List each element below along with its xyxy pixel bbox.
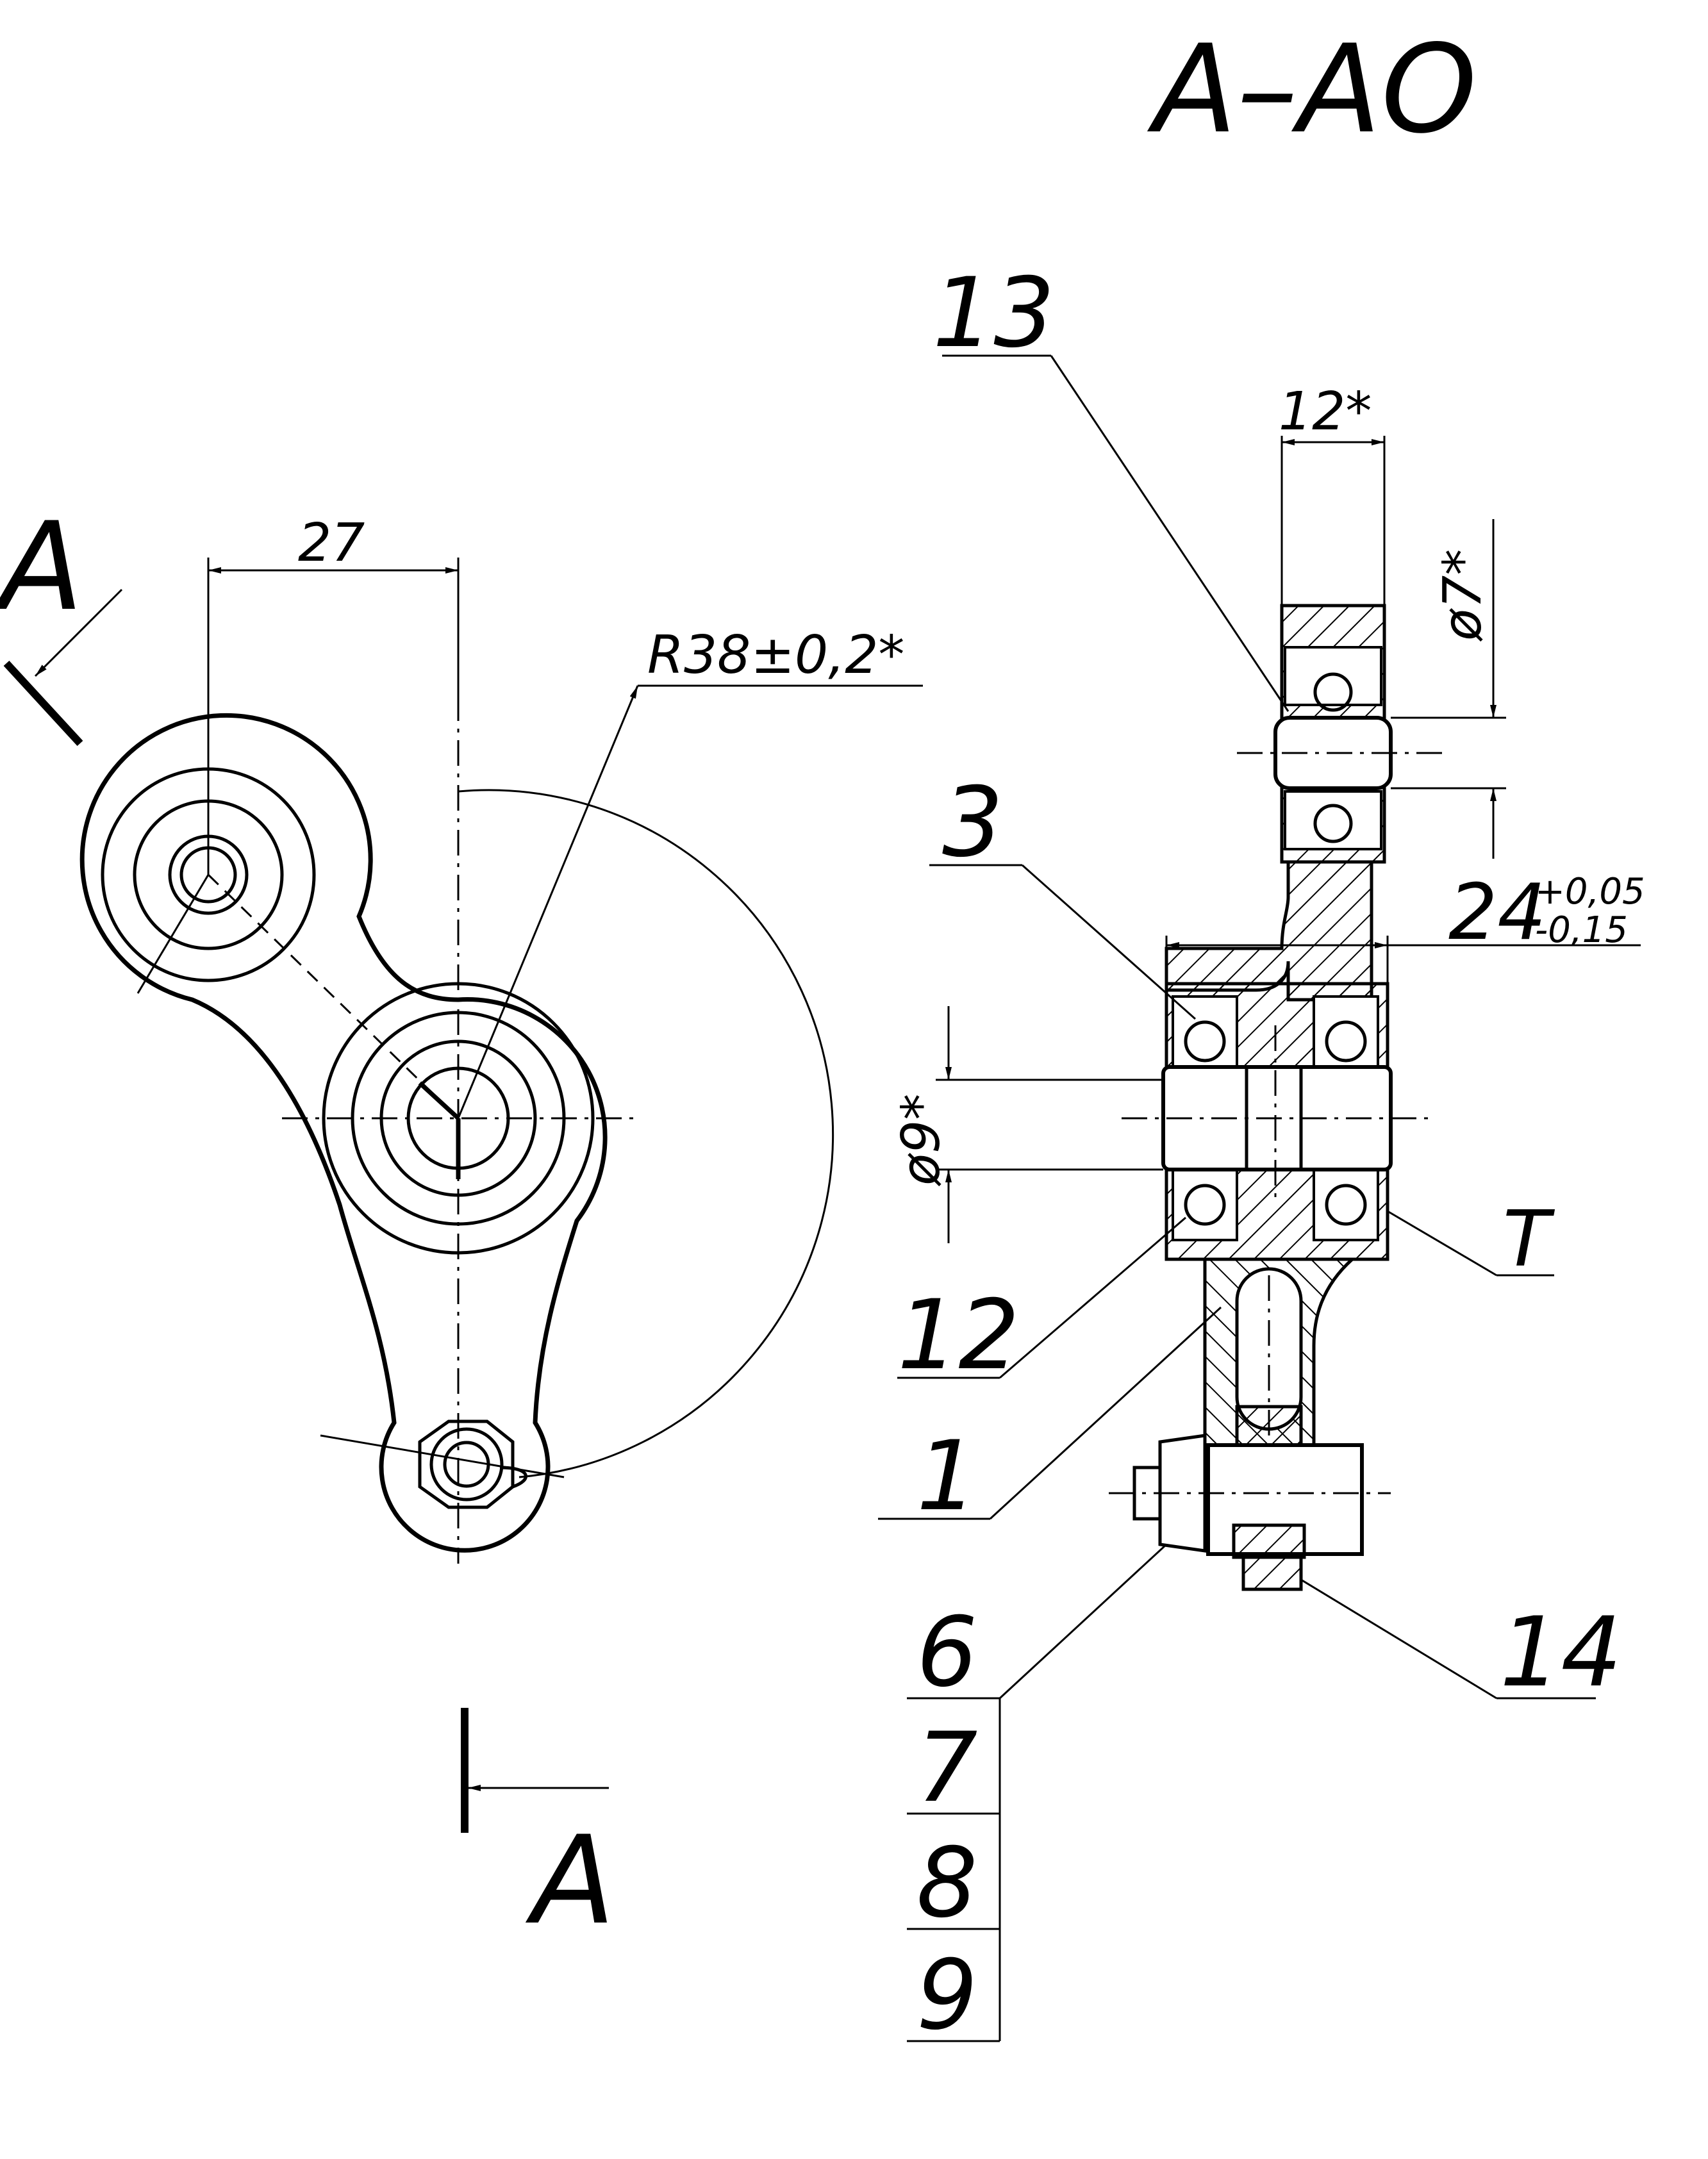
radius-label: R38±0,2* [647,625,904,686]
dim-width-top: 12* [1279,381,1372,442]
callout-6: 6 [916,1597,977,1708]
dim-length-tol-upper: +0,05 [1535,871,1645,913]
section-marker-bottom: A [525,1810,615,1951]
callout-3: 3 [942,767,1003,879]
dim-length-main: 24 [1448,868,1546,957]
dim-center-distance: 27 [298,513,365,574]
callout-12: 12 [897,1280,1020,1391]
front-view: R38±0,2* 27 A A [0,496,923,1951]
arm-body [1165,860,1373,1002]
callout-1: 1 [916,1421,977,1532]
callout-9: 9 [916,1940,977,2051]
section-marker-top: A [0,496,83,638]
callout-13: 13 [933,258,1055,369]
section-title: A–AO [1147,19,1477,160]
castle-nut [418,1419,527,1509]
radius-arc [458,789,834,1478]
dim-diameter-top: ø7* [1432,549,1493,642]
dim-diameter-main: ø9* [891,1094,952,1187]
callout-7: 7 [916,1712,977,1824]
callout-8: 8 [916,1828,977,1939]
lever-outline [79,713,608,1553]
section-view: 12* ø7* 24 +0,05 -0,15 ø9* 13 3 12 [878,258,1645,2051]
dim-length-tol-lower: -0,15 [1535,909,1628,951]
callout-14: 14 [1500,1597,1622,1708]
callout-T: T [1503,1195,1555,1284]
